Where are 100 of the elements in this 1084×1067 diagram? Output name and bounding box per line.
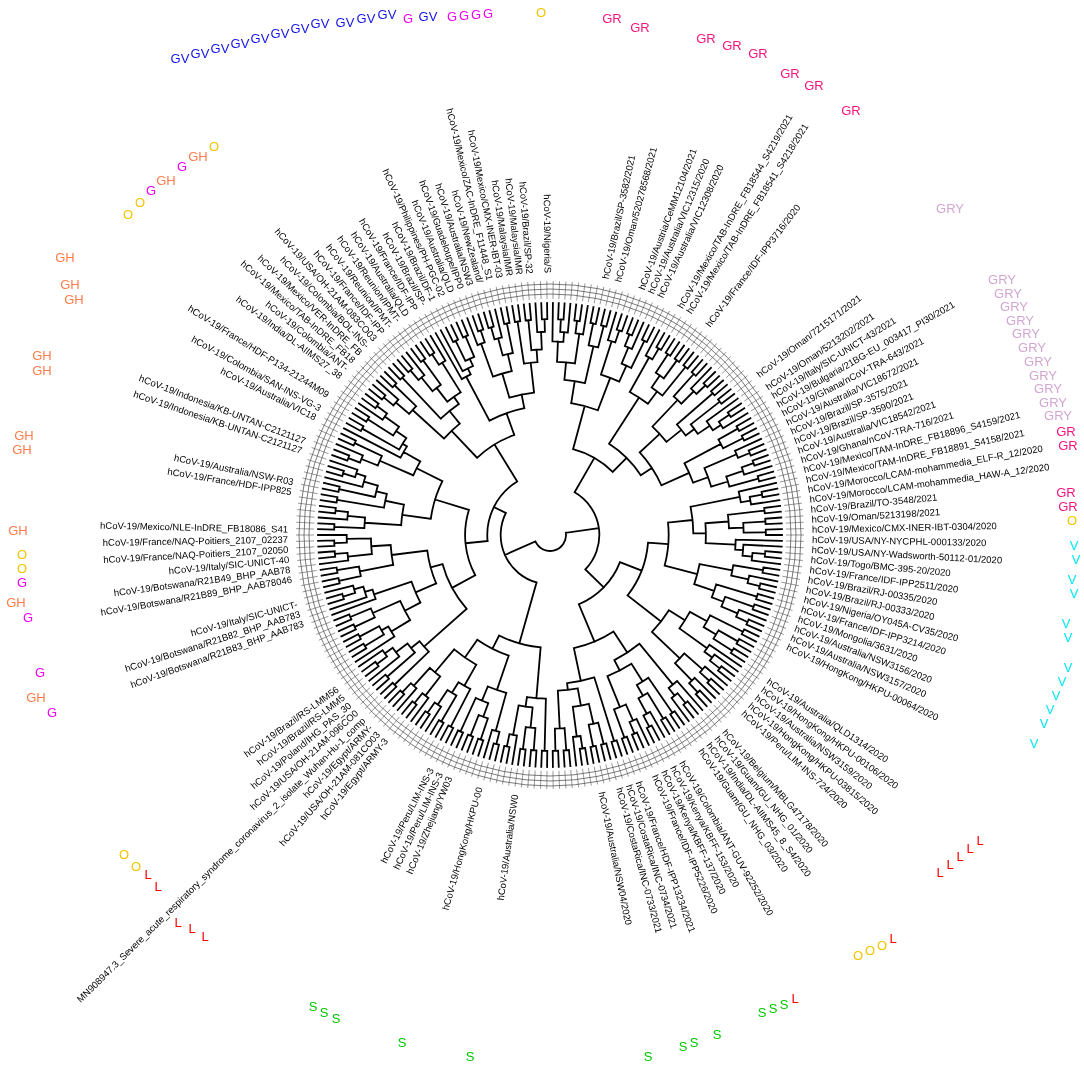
clade-label: GV <box>418 9 438 23</box>
clade-label: G <box>34 665 46 679</box>
clade-label: GV <box>170 51 190 65</box>
clade-label: GV <box>230 36 250 50</box>
clade-label: O <box>876 938 888 952</box>
clade-label: G <box>16 575 28 589</box>
clade-label: GH <box>188 149 208 163</box>
clade-label: GV <box>377 7 397 21</box>
clade-label: GR <box>1056 424 1076 438</box>
clade-label: GH <box>60 277 80 291</box>
clade-label: L <box>791 991 799 1005</box>
sequence-label: hCoV-19/Nigeria/S <box>542 194 553 274</box>
clade-label: GRY <box>1024 354 1052 368</box>
clade-label: O <box>208 139 220 153</box>
clade-label: L <box>956 849 964 863</box>
clade-label: GH <box>156 173 176 187</box>
clade-label: S <box>308 999 318 1013</box>
clade-label: GH <box>55 250 75 264</box>
clade-label: GH <box>12 442 32 456</box>
clade-label: V <box>1071 552 1081 566</box>
clade-label: GRY <box>1000 299 1028 313</box>
clade-label: GH <box>6 595 26 609</box>
clade-label: GR <box>630 20 650 34</box>
clade-label: GRY <box>936 201 964 215</box>
clade-label: GRY <box>1044 408 1072 422</box>
clade-label: G <box>46 705 58 719</box>
clade-label: GR <box>748 46 768 60</box>
clade-label: GV <box>250 31 270 45</box>
clade-label: V <box>1061 616 1071 630</box>
clade-label: G <box>458 8 470 22</box>
clade-label: S <box>465 1049 475 1063</box>
clade-label: O <box>122 207 134 221</box>
clade-label: G <box>176 159 188 173</box>
clade-label: GRY <box>1034 381 1062 395</box>
clade-label: GR <box>1058 438 1078 452</box>
clade-label: V <box>1063 660 1073 674</box>
clade-label: GRY <box>1029 368 1057 381</box>
clade-label: L <box>966 841 974 855</box>
clade-label: GR <box>696 31 716 45</box>
sequence-label: hCoV-19/Mexico/CMX-INER-IBT-0304/2020 <box>811 521 997 535</box>
clade-label: L <box>946 857 954 871</box>
clade-label: S <box>779 997 789 1011</box>
clade-label: GR <box>1058 499 1078 513</box>
clade-label: GH <box>8 523 28 537</box>
clade-label: G <box>470 7 482 21</box>
clade-label: O <box>1066 513 1078 527</box>
clade-label: V <box>1067 572 1077 586</box>
clade-label: O <box>16 547 28 561</box>
sequence-label: hCoV-19/USA/NY-NYCPHL-000133/2020 <box>811 534 987 548</box>
clade-label: V <box>1069 538 1079 552</box>
clade-label: G <box>446 9 458 23</box>
clade-label: GR <box>804 78 824 92</box>
clade-label: O <box>864 943 876 957</box>
clade-label: G <box>402 11 414 25</box>
clade-label: O <box>16 561 28 575</box>
clade-label: GV <box>290 21 310 35</box>
clade-label: GV <box>310 16 330 30</box>
clade-label: L <box>889 931 897 945</box>
clade-label: G <box>145 183 157 197</box>
clade-label: GH <box>64 292 84 306</box>
clade-label: V <box>1051 688 1061 702</box>
clade-label: S <box>678 1039 688 1053</box>
clade-label: GH <box>32 348 52 362</box>
clade-label: GRY <box>988 272 1016 286</box>
sequence-label: hCoV-19/Mexico/NLE-InDRE_FB18086_S41 <box>100 520 289 535</box>
clade-label: G <box>482 6 494 20</box>
clade-label: GRY <box>994 286 1022 299</box>
clade-label: V <box>1057 674 1067 688</box>
clade-label: V <box>1069 586 1079 600</box>
clade-label: O <box>134 195 146 209</box>
clade-label: S <box>397 1035 407 1049</box>
clade-label: GRY <box>1006 313 1034 326</box>
clade-label: GR <box>841 103 861 117</box>
clade-label: GR <box>1056 485 1076 499</box>
clade-label: GRY <box>1039 395 1067 408</box>
clade-label: GH <box>14 428 34 442</box>
clade-label: GV <box>210 41 230 55</box>
clade-label: G <box>22 610 34 624</box>
clade-label: GRY <box>1018 340 1046 353</box>
clade-label: V <box>1039 716 1049 730</box>
clade-label: GR <box>722 38 742 52</box>
clade-label: S <box>768 1001 778 1015</box>
clade-label: V <box>1063 630 1073 644</box>
clade-label: S <box>757 1005 767 1019</box>
clade-label: O <box>852 948 864 962</box>
clade-label: S <box>689 1035 699 1049</box>
clade-label: L <box>976 833 984 847</box>
clade-label: S <box>331 1011 341 1025</box>
clade-label: S <box>712 1027 722 1041</box>
clade-label: GH <box>26 690 46 704</box>
clade-label: GV <box>190 46 210 60</box>
clade-label: V <box>1029 736 1039 750</box>
clade-label: GV <box>335 15 355 29</box>
clade-label: GV <box>356 11 376 25</box>
clade-label: GRY <box>1012 326 1040 340</box>
clade-label: V <box>1045 702 1055 716</box>
clade-label: GH <box>32 363 52 377</box>
clade-label: O <box>535 5 547 19</box>
clade-label: GV <box>270 26 290 40</box>
clade-label: S <box>319 1005 329 1019</box>
